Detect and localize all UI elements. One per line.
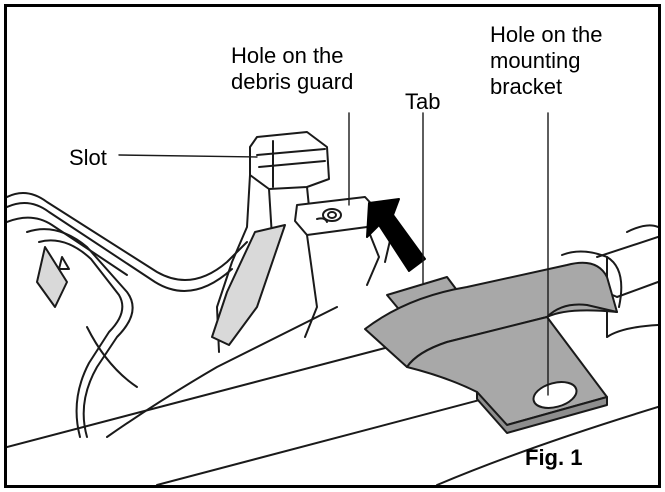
bracket-hole (532, 381, 578, 409)
figure-label: Fig. 1 (525, 445, 583, 470)
assembly-illustration (7, 112, 658, 485)
mounting-bracket (364, 261, 618, 434)
label-tab: Tab (405, 89, 441, 114)
label-hole-bracket-line1: Hole on the (490, 22, 603, 47)
label-hole-debris-line1: Hole on the (231, 43, 344, 68)
label-hole-bracket-line2: mounting (490, 48, 581, 73)
label-slot: Slot (69, 145, 107, 170)
debris-guard (211, 131, 393, 353)
label-hole-bracket-line3: bracket (490, 74, 563, 99)
label-hole-debris-line2: debris guard (231, 69, 354, 94)
leader-slot (118, 154, 258, 158)
leader-lines (118, 112, 549, 396)
mower-deck (7, 192, 338, 438)
figure-frame: Slot Hole on the debris guard Tab Hole o… (4, 4, 661, 488)
deck-arrow-mark (36, 246, 68, 308)
insert-direction-arrow (366, 198, 426, 272)
